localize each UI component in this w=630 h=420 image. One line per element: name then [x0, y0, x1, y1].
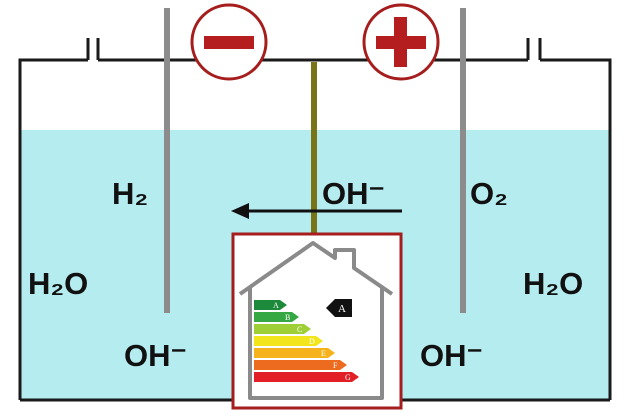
house-outline-icon	[238, 241, 394, 400]
label-hydroxide-right: OH⁻	[420, 338, 483, 373]
current-rating-badge: A	[326, 299, 352, 317]
energy-rating-bar-e	[254, 348, 335, 358]
energy-rating-letter-g: G	[345, 373, 351, 382]
energy-rating-bar-g	[254, 372, 359, 382]
energy-rating-letter-e: E	[321, 349, 326, 358]
house-wall-outline	[248, 288, 384, 400]
energy-rating-bar-c	[254, 324, 311, 334]
label-oxygen-gas: O₂	[470, 176, 508, 211]
energy-rating-letter-d: D	[309, 337, 315, 346]
energy-rating-letter-f: F	[333, 361, 338, 370]
current-rating-arrow	[326, 299, 352, 317]
negative-terminal	[190, 3, 268, 81]
energy-rating-bar-b	[254, 312, 299, 322]
current-rating-letter: A	[338, 303, 346, 315]
energy-rating-bar-d	[254, 336, 323, 346]
energy-rating-letter-c: C	[297, 325, 302, 334]
energy-rating-bar-a	[254, 300, 287, 310]
label-hydrogen-gas: H₂	[112, 176, 148, 211]
energy-rating-letter-b: B	[285, 313, 290, 322]
label-hydroxide-center: OH⁻	[322, 176, 385, 211]
left-wire	[18, 58, 88, 400]
arrow-left-icon	[231, 203, 249, 219]
ion-flow-arrow	[231, 203, 402, 219]
label-water-right: H₂O	[523, 266, 583, 301]
plus-sign-icon-vertical	[394, 17, 407, 67]
label-hydroxide-left: OH⁻	[124, 338, 187, 373]
energy-rating-bar-f	[254, 360, 347, 370]
separator-membrane	[311, 62, 317, 240]
house-roof-outline	[238, 241, 394, 296]
right-wire	[540, 58, 612, 400]
anode-electrode	[460, 8, 466, 313]
cathode-electrode	[164, 8, 170, 313]
positive-terminal	[362, 3, 440, 81]
label-water-left: H₂O	[28, 266, 88, 301]
energy-rating-letter-a: A	[273, 301, 279, 310]
minus-sign-icon	[204, 36, 254, 49]
